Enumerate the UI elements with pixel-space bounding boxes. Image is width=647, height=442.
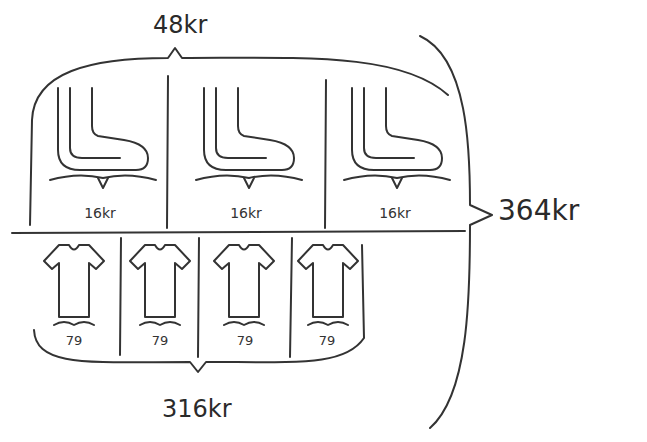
boot-cell: 16kr xyxy=(170,75,322,225)
total-label: 316kr xyxy=(162,396,232,422)
tshirt-icon xyxy=(130,245,190,325)
tshirt-cell: 79 xyxy=(30,240,118,352)
boot-icon xyxy=(50,88,156,188)
price-label: 79 xyxy=(152,334,169,348)
boot-icon xyxy=(344,88,450,188)
tshirt-cell: 79 xyxy=(124,240,196,352)
total-brace xyxy=(420,36,492,428)
tshirt-cell: 79 xyxy=(294,240,360,352)
divider xyxy=(325,80,326,228)
divider xyxy=(120,238,121,355)
tshirt-cell: 79 xyxy=(202,240,288,352)
top-brace xyxy=(30,48,448,225)
divider xyxy=(167,76,168,228)
price-label: 79 xyxy=(237,334,254,348)
bottom-brace xyxy=(34,245,364,372)
divider xyxy=(290,238,292,357)
tshirt-icon xyxy=(44,245,104,325)
total-label: 364kr xyxy=(498,196,579,227)
divider xyxy=(198,238,199,357)
row-divider xyxy=(12,231,465,233)
tshirt-icon xyxy=(298,245,358,325)
boot-cell: 16kr xyxy=(35,75,165,225)
price-label: 16kr xyxy=(230,206,262,221)
tshirt-icon xyxy=(214,245,274,325)
price-label: 16kr xyxy=(84,206,116,221)
price-label: 79 xyxy=(319,334,336,348)
boot-cell: 16kr xyxy=(330,75,460,225)
price-label: 16kr xyxy=(379,206,411,221)
boot-icon xyxy=(196,88,302,188)
total-label: 48kr xyxy=(153,12,207,38)
price-label: 79 xyxy=(66,334,83,348)
